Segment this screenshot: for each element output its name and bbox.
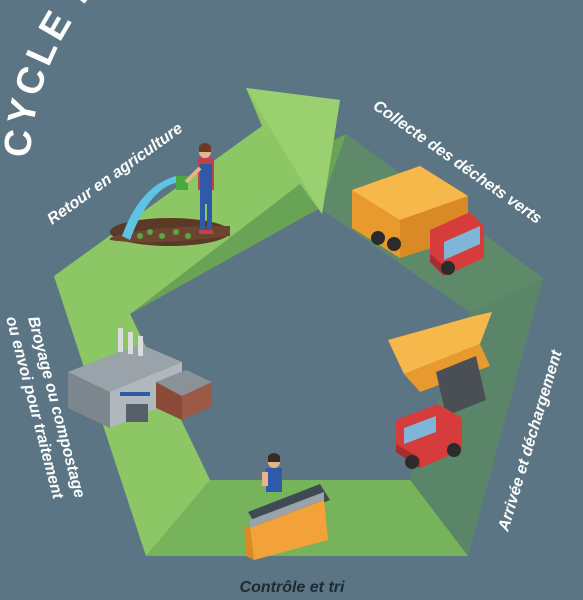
garbage-truck-icon [352,166,484,276]
watering-person-icon [110,143,230,246]
step-controle-label: Contrôle et tri [240,579,345,596]
dump-truck-icon [388,312,492,469]
factory-icon [68,328,212,428]
sorting-worker-icon [244,453,330,560]
